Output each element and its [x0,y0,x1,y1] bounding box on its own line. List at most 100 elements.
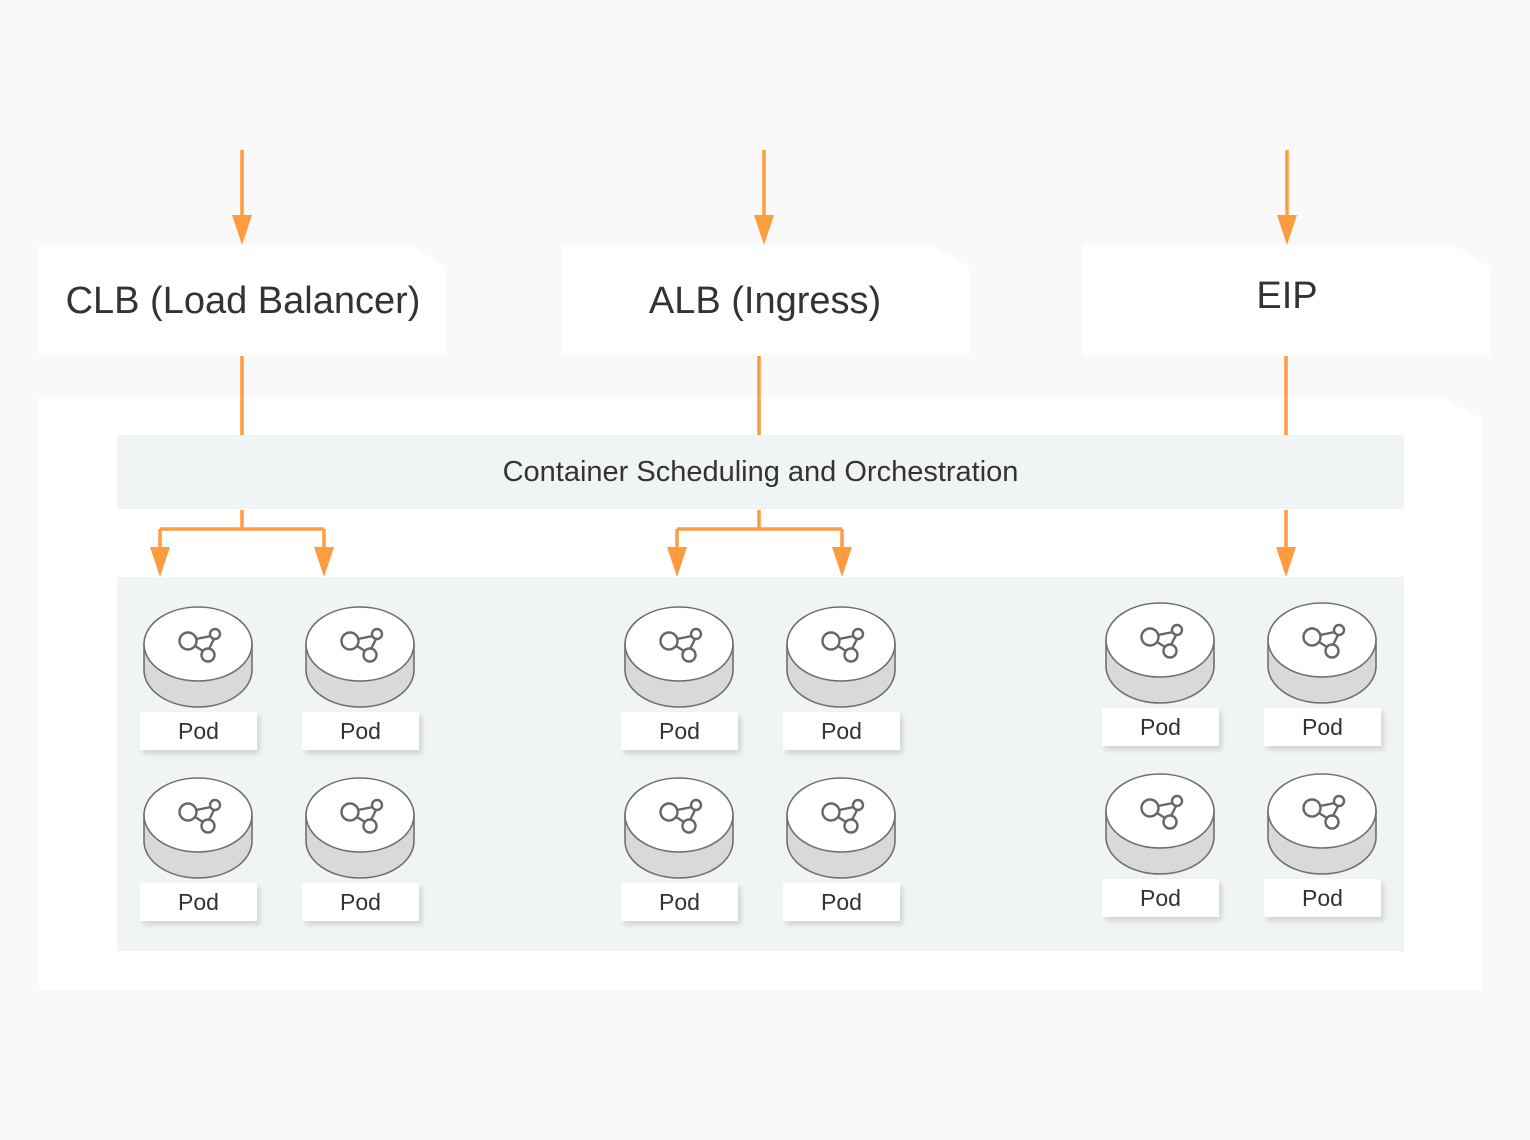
icon-edge [357,634,374,641]
cylinder-top [786,777,896,853]
scheduling-bar: Container Scheduling and Orchestration [117,435,1404,509]
icon-edge [837,815,847,824]
alb-label: ALB (Ingress) [648,279,882,322]
icon-edge [207,809,216,821]
pod-cylinder [143,777,253,879]
cylinder-top [1105,773,1215,849]
cylinder-top [624,606,734,682]
scheduling-label: Container Scheduling and Orchestration [502,455,1019,488]
pod-label: Pod [621,883,738,921]
cylinder-top [143,777,253,853]
pod-cylinder [305,606,415,708]
icon-node [1324,643,1340,659]
pod-cylinder [1105,602,1215,704]
pod-cylinder [786,606,896,708]
icon-edge [1156,640,1166,649]
icon-node [1302,798,1322,818]
pod-cylinder [786,777,896,879]
icon-node [1332,794,1346,808]
alb-box: ALB (Ingress) [561,245,969,355]
icon-node [1332,623,1346,637]
icon-node [1324,814,1340,830]
icon-node [821,802,841,822]
cylinder-top [143,606,253,682]
eip-label: EIP [1256,274,1318,317]
icon-edge [1318,811,1328,820]
icon-edge [1157,630,1174,637]
pod-cylinder [1267,773,1377,875]
icon-edge [195,634,212,641]
arrow-head [232,215,252,245]
icon-node [843,647,859,663]
icon-edge [1331,805,1340,817]
icon-edge [838,634,855,641]
pod-label: Pod [1264,879,1381,917]
icon-node [1140,798,1160,818]
icon-edge [688,638,697,650]
clb-box: CLB (Load Balancer) [39,245,447,355]
network-nodes-icon [178,798,222,834]
arrow-head [1276,547,1296,577]
network-nodes-icon [178,627,222,663]
icon-edge [850,638,859,650]
icon-edge [194,644,204,653]
clb-label: CLB (Load Balancer) [65,279,421,322]
icon-edge [1169,805,1178,817]
cylinder-top [1105,602,1215,678]
icon-edge [357,805,374,812]
network-nodes-icon [340,798,384,834]
pod-cylinder [624,606,734,708]
pod-cylinder [1267,602,1377,704]
icon-node [178,802,198,822]
icon-edge [356,815,366,824]
network-nodes-icon [1302,794,1346,830]
pod-cylinder [143,606,253,708]
icon-edge [1319,630,1336,637]
icon-edge [675,644,685,653]
icon-node [1302,627,1322,647]
eip-box: EIP [1083,245,1491,355]
icon-node [340,631,360,651]
arrow-head [1277,215,1297,245]
icon-node [340,802,360,822]
icon-edge [837,644,847,653]
pod-cylinders [143,602,1377,879]
pod-cylinder [624,777,734,879]
icon-node [821,631,841,651]
icon-edge [195,805,212,812]
icon-edge [207,638,216,650]
icon-edge [1331,634,1340,646]
arrow-head [150,547,170,577]
icon-node [208,627,222,641]
cylinder-top [305,777,415,853]
connector-lines [150,150,1297,577]
arrow-head [314,547,334,577]
icon-edge [838,805,855,812]
icon-node [689,798,703,812]
pod-label: Pod [140,883,257,921]
pod-label: Pod [1102,879,1219,917]
network-nodes-icon [821,627,865,663]
cylinder-top [624,777,734,853]
icon-edge [676,634,693,641]
icon-edge [850,809,859,821]
icon-edge [1319,801,1336,808]
icon-edge [688,809,697,821]
icon-node [659,802,679,822]
icon-edge [1318,640,1328,649]
network-nodes-icon [1140,623,1184,659]
pod-label: Pod [783,712,900,750]
icon-node [659,631,679,651]
pod-label: Pod [621,712,738,750]
pod-label: Pod [302,883,419,921]
pod-label: Pod [783,883,900,921]
network-nodes-icon [659,798,703,834]
network-nodes-icon [659,627,703,663]
icon-node [681,818,697,834]
icon-edge [369,809,378,821]
cylinder-top [305,606,415,682]
pod-label: Pod [140,712,257,750]
icon-node [689,627,703,641]
arrow-head [754,215,774,245]
